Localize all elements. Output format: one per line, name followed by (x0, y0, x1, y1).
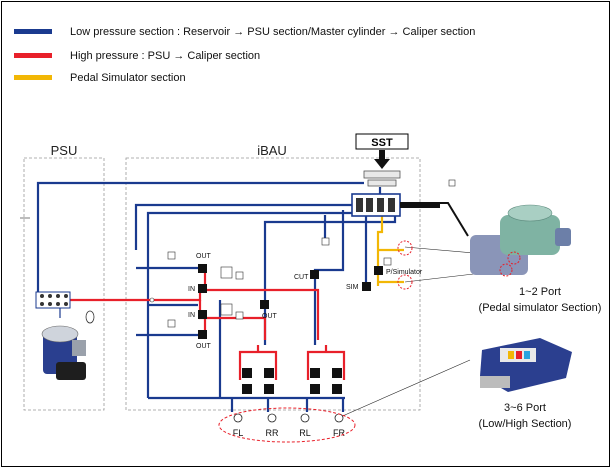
psu-motor-image (41, 325, 86, 380)
wheel-ports-callout (218, 407, 356, 443)
psu-section-box (23, 157, 105, 411)
wheel-label-rr: RR (266, 428, 279, 438)
port36-subtitle: (Low/High Section) (479, 418, 572, 430)
valve-sim (362, 282, 371, 291)
port1-callout (397, 240, 413, 256)
valve-out-3 (260, 300, 269, 309)
wheel-port-fr (334, 413, 344, 423)
reservoir-cap (363, 170, 401, 179)
valve-in-2 (198, 310, 207, 319)
legend-text-sim: Pedal Simulator section (70, 72, 186, 84)
valve-labels: OUT IN IN OUT OUT CUT SIM P/Simulator (188, 253, 423, 350)
wheel-port-rl (300, 413, 310, 423)
master-cylinder (351, 179, 469, 237)
label-in-2: IN (188, 312, 195, 319)
valve-out-1 (198, 264, 207, 273)
ibau-section-box (125, 157, 421, 411)
port36-title: 3~6 Port (504, 402, 546, 414)
wheel-label-fr: FR (333, 428, 345, 438)
port12-title: 1~2 Port (519, 286, 561, 298)
valve-cut (310, 270, 319, 279)
pressure-sensor-icon-1 (220, 266, 233, 279)
pressure-sensor-icon-2 (220, 303, 233, 316)
sst-arrow-head (374, 159, 390, 169)
pedal-simulator-lines (376, 215, 404, 286)
motor-sensor-icon (85, 310, 95, 324)
wheel-ports: FL RR RL FR (233, 413, 345, 438)
legend-swatch-high (14, 53, 52, 58)
sensor-icon-5 (235, 271, 244, 280)
valve-out-2 (198, 330, 207, 339)
legend-swatch-sim (14, 75, 52, 80)
legend: Low pressure section : Reservoir → PSU s… (14, 26, 475, 84)
valve-psim (374, 266, 383, 275)
sst-label: SST (371, 137, 393, 149)
check-valve-icon (149, 297, 155, 303)
label-out-1: OUT (196, 253, 212, 260)
psu-valve-block (35, 291, 95, 324)
caliper-image (480, 338, 572, 392)
legend-swatch-low (14, 29, 52, 34)
sst-box (355, 133, 409, 150)
low-pressure-lines (36, 181, 397, 412)
legend-text-high: High pressure : PSU → Caliper section (70, 50, 260, 62)
reservoir-body (367, 179, 397, 187)
sensor-icon-4 (167, 319, 176, 328)
sensor-icon-8 (383, 257, 392, 266)
ibau-label: iBAU (257, 143, 287, 158)
sensor-icon-3 (167, 251, 176, 260)
valve-in-1 (198, 284, 207, 293)
label-sim: SIM (346, 284, 359, 291)
port12-subtitle: (Pedal simulator Section) (479, 302, 602, 314)
pedal-sensor-icon (448, 179, 456, 187)
sensor-icon-7 (321, 237, 330, 246)
valves (149, 237, 392, 339)
label-psim: P/Simulator (386, 269, 423, 276)
wheel-label-fl: FL (233, 428, 244, 438)
sst-arrow-shaft (379, 150, 385, 160)
label-out-2: OUT (196, 343, 212, 350)
ibau-unit-image (470, 204, 571, 277)
wheel-label-rl: RL (299, 428, 311, 438)
label-in-1: IN (188, 286, 195, 293)
label-cut: CUT (294, 274, 309, 281)
port2-callout (397, 274, 413, 290)
manifold-valves (242, 368, 342, 394)
label-out-3: OUT (262, 313, 278, 320)
legend-text-low: Low pressure section : Reservoir → PSU s… (70, 26, 475, 38)
wheel-port-fl (233, 413, 243, 423)
wheel-port-rr (267, 413, 277, 423)
sst-callout: SST (355, 133, 409, 169)
psu-label: PSU (51, 143, 78, 158)
sensor-icon-6 (235, 311, 244, 320)
